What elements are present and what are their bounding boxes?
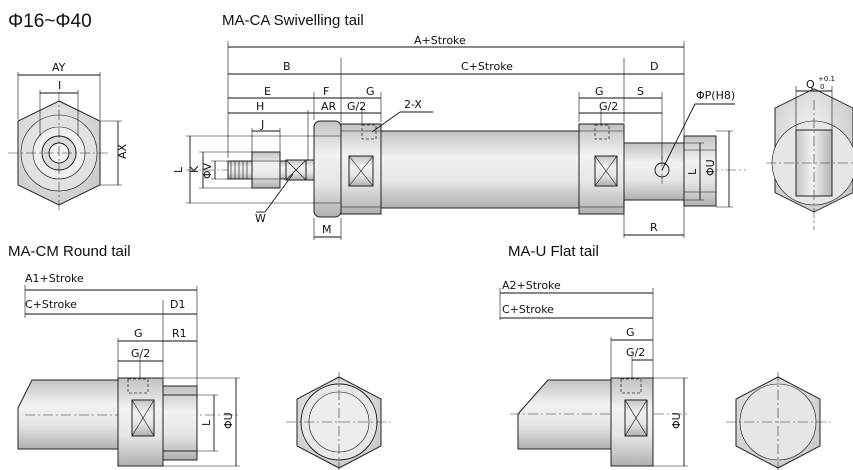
- dim-h: H: [256, 100, 264, 113]
- dim-s: S: [637, 85, 644, 98]
- dim-phi-u-cm: ΦU: [222, 412, 235, 429]
- cm-view-title: MA-CM Round tail: [8, 243, 131, 260]
- dim-c-stroke: C+Stroke: [461, 60, 513, 73]
- dim-m: M: [322, 223, 332, 236]
- dim-2x: 2-X: [404, 98, 422, 111]
- dim-g-half-u: G/2: [626, 346, 645, 359]
- rear-end-view: Q +0.1 0: [766, 75, 853, 230]
- dim-q-tol-upper: +0.1: [818, 75, 835, 83]
- u-side-view: A2+Stroke C+Stroke G G/2 ΦU: [499, 279, 690, 467]
- dim-e: E: [264, 85, 271, 98]
- dim-phi-u-u: ΦU: [670, 412, 683, 429]
- dim-r: R: [650, 221, 658, 234]
- dim-q: Q: [806, 78, 815, 91]
- dim-i: I: [58, 79, 61, 92]
- dim-a-stroke: A+Stroke: [414, 34, 466, 47]
- dim-d: D: [650, 60, 658, 73]
- cm-side-view: A1+Stroke C+Stroke D1 G R1 G/2 L ΦU: [17, 272, 240, 467]
- dim-r1: R1: [172, 327, 187, 340]
- u-end-view: [726, 372, 832, 470]
- dim-l-cm: L: [200, 419, 213, 426]
- dim-a2-stroke: A2+Stroke: [502, 279, 561, 292]
- dim-g-cm: G: [134, 327, 143, 340]
- dim-l-rear: L: [686, 168, 699, 175]
- cm-end-view: [286, 372, 392, 470]
- size-range-label: Φ16~Φ40: [8, 11, 92, 32]
- dim-q-tol-lower: 0: [820, 83, 824, 91]
- dim-g-half-front: G/2: [347, 100, 366, 113]
- dim-g-u: G: [626, 326, 635, 339]
- dim-a1-stroke: A1+Stroke: [25, 272, 84, 285]
- dim-b: B: [283, 60, 291, 73]
- front-end-view: AY I AX: [8, 61, 129, 212]
- ca-view-title: MA-CA Swivelling tail: [222, 12, 364, 29]
- dim-c-stroke-cm: C+Stroke: [25, 298, 77, 311]
- dim-ar: AR: [321, 100, 337, 113]
- dim-g-rear: G: [595, 85, 604, 98]
- dim-phi-v: ΦV: [201, 162, 214, 179]
- dim-phi-u-ca: ΦU: [704, 159, 717, 176]
- dim-ax: AX: [116, 143, 129, 159]
- dim-ay: AY: [52, 61, 66, 74]
- dim-j: J: [260, 118, 264, 131]
- dim-f: F: [323, 85, 329, 98]
- dim-d1: D1: [170, 298, 185, 311]
- dim-g-half-cm: G/2: [131, 347, 150, 360]
- u-view-title: MA-U Flat tail: [508, 243, 599, 260]
- dim-w: W: [255, 212, 266, 225]
- dim-c-stroke-u: C+Stroke: [502, 303, 554, 316]
- ca-side-view: A+Stroke B C+Stroke D E F G G H AR G/2 G…: [172, 34, 746, 240]
- dim-k: K: [188, 165, 201, 173]
- dim-g-front: G: [366, 85, 375, 98]
- dim-l-front: L: [172, 166, 185, 173]
- dim-phi-p: ΦP(H8): [696, 89, 735, 102]
- dim-g-half-rear: G/2: [599, 100, 618, 113]
